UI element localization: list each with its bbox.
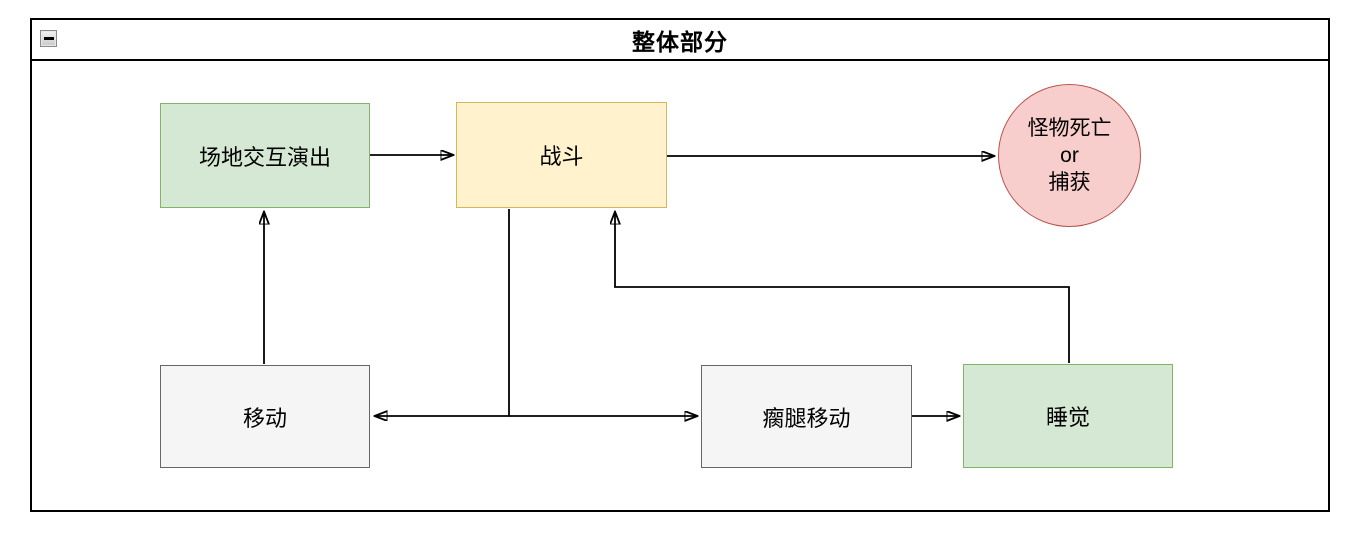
node-label: 睡觉 bbox=[1045, 405, 1090, 430]
node-label-line: or bbox=[1060, 144, 1079, 167]
node-limp-move[interactable]: 瘸腿移动 bbox=[701, 365, 912, 468]
edge-sleep-to-battle[interactable] bbox=[615, 212, 1070, 363]
node-label: 战斗 bbox=[539, 144, 584, 169]
node-label-line: 怪物死亡 bbox=[1027, 117, 1112, 140]
node-field-interaction-performance[interactable]: 场地交互演出 bbox=[160, 103, 370, 208]
node-monster-death-or-capture[interactable]: 怪物死亡 or 捕获 bbox=[998, 84, 1141, 227]
group-title: 整体部分 bbox=[632, 28, 728, 55]
node-label-line: 捕获 bbox=[1048, 171, 1091, 194]
node-move[interactable]: 移动 bbox=[160, 365, 370, 468]
node-battle[interactable]: 战斗 bbox=[456, 102, 667, 208]
minus-icon bbox=[43, 37, 54, 40]
edge-battle-to-move[interactable] bbox=[375, 209, 510, 416]
node-label: 移动 bbox=[242, 405, 287, 431]
node-sleep[interactable]: 睡觉 bbox=[963, 364, 1173, 468]
node-label: 场地交互演出 bbox=[198, 144, 331, 170]
group-header: 整体部分 bbox=[32, 20, 1328, 61]
node-label: 瘸腿移动 bbox=[762, 405, 851, 431]
collapse-button[interactable] bbox=[40, 30, 57, 47]
